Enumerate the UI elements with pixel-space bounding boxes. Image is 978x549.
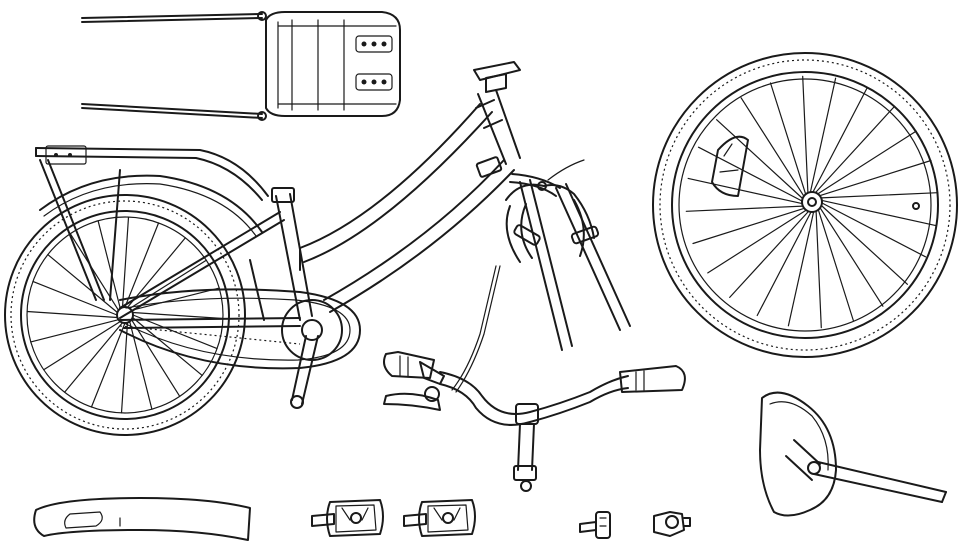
spoke <box>802 75 809 194</box>
spoke <box>126 237 186 308</box>
spoke <box>130 319 181 397</box>
spoke <box>697 146 803 202</box>
bicycle-frame-assembly <box>4 61 521 436</box>
rack-holes <box>355 35 393 91</box>
spoke <box>129 259 207 310</box>
spoke <box>812 87 868 193</box>
spoke <box>817 209 855 322</box>
spoke <box>692 207 805 245</box>
spoke <box>47 254 119 314</box>
spoke <box>120 322 129 414</box>
pedal-right <box>403 499 476 537</box>
spoke <box>715 119 804 200</box>
spoke <box>817 130 917 195</box>
spoke <box>740 97 805 197</box>
spoke <box>97 220 121 310</box>
handlebar <box>383 351 686 492</box>
chain-guard <box>119 288 361 370</box>
spoke <box>809 77 837 193</box>
bell <box>653 511 691 537</box>
spoke <box>819 159 932 197</box>
saddle-with-seatpost <box>759 391 947 517</box>
pedal-left <box>311 499 384 537</box>
spoke <box>132 316 203 376</box>
front-fork-with-brakes <box>451 159 631 393</box>
spoke <box>685 205 804 212</box>
spoke <box>729 210 810 298</box>
spoke <box>32 280 118 316</box>
front-wheel <box>652 52 958 358</box>
spoke <box>130 287 220 311</box>
spoke <box>820 192 939 199</box>
spoke <box>707 209 807 274</box>
rear-rack <box>81 11 401 121</box>
spoke <box>821 199 937 227</box>
spoke <box>63 322 124 393</box>
spoke <box>30 319 120 343</box>
spoke <box>26 310 119 319</box>
fender <box>33 497 251 541</box>
spoke <box>821 202 927 258</box>
spoke <box>121 216 130 308</box>
spoke <box>756 211 812 317</box>
spoke <box>769 82 807 195</box>
reflector-bolt <box>579 511 611 539</box>
spoke <box>43 320 121 371</box>
spoke <box>820 204 909 285</box>
spoke <box>132 311 224 320</box>
spoke <box>815 210 822 329</box>
spoke <box>787 211 815 327</box>
spoke <box>90 322 126 408</box>
spoke <box>687 177 803 205</box>
spoke <box>819 207 884 307</box>
spoke <box>814 105 895 194</box>
spoke <box>124 222 160 308</box>
